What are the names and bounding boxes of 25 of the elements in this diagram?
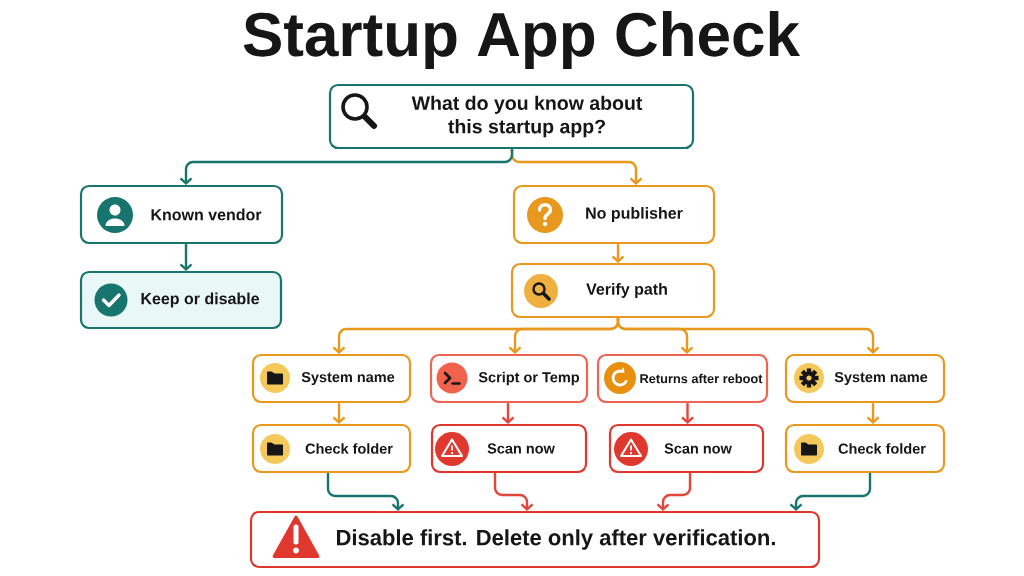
process-box: System name bbox=[251, 353, 412, 404]
arrow bbox=[493, 473, 534, 511]
process-box: Known vendor bbox=[79, 184, 284, 245]
process-box: Script or Temp bbox=[429, 353, 589, 404]
arrow bbox=[866, 403, 880, 424]
arrow bbox=[789, 473, 872, 511]
arrow bbox=[501, 403, 515, 424]
arrow bbox=[656, 473, 692, 511]
process-box: Returns after reboot bbox=[596, 353, 769, 404]
arrow bbox=[611, 244, 625, 263]
process-box: No publisher bbox=[512, 184, 716, 245]
arrow bbox=[179, 244, 193, 271]
arrow bbox=[332, 403, 346, 424]
warning-box: Disable first. Delete only after verification. bbox=[249, 510, 821, 569]
process-box: Verify path bbox=[510, 262, 716, 319]
process-box: Check folder bbox=[784, 423, 946, 474]
arrow bbox=[179, 149, 514, 185]
process-box: Keep or disable bbox=[79, 270, 283, 330]
title: Startup App Check bbox=[243, 11, 801, 69]
process-box: Check folder bbox=[251, 423, 412, 474]
arrow bbox=[332, 318, 620, 354]
arrow bbox=[681, 403, 694, 424]
process-box: System name bbox=[784, 353, 946, 404]
question-box: What do you know about this startup app? bbox=[328, 83, 695, 150]
arrow bbox=[326, 473, 405, 511]
